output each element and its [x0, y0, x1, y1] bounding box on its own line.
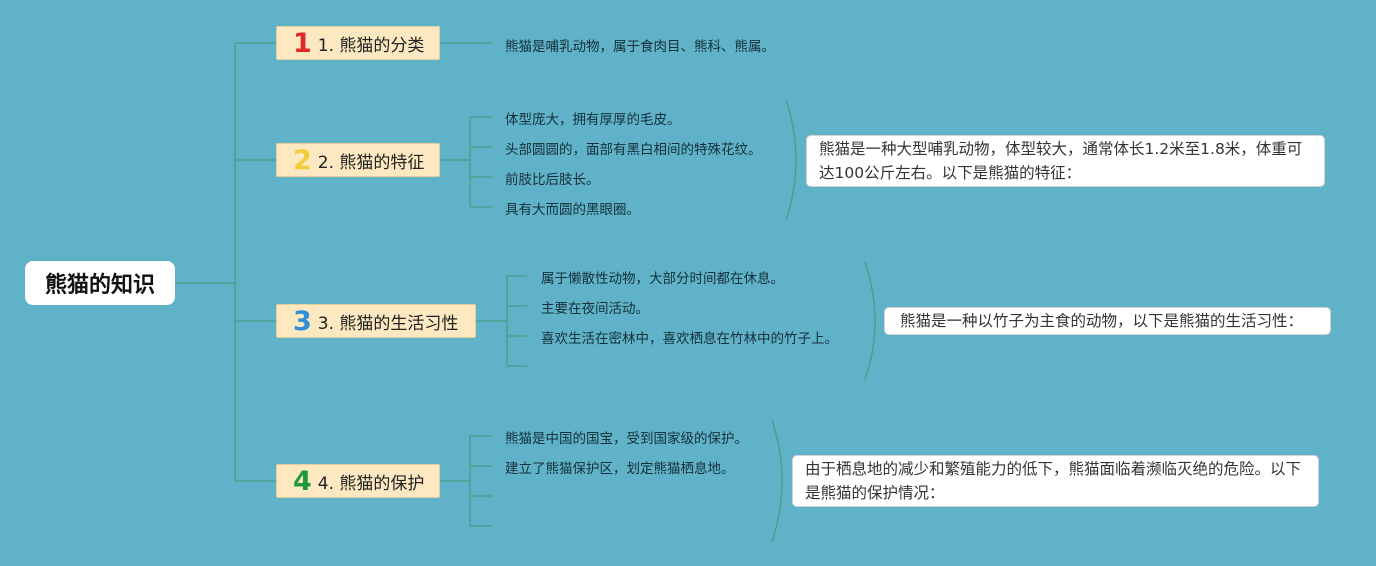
branch3-brace: [864, 261, 876, 381]
leaf-item[interactable]: 体型庞大，拥有厚厚的毛皮。: [505, 112, 681, 128]
branch-label: 1. 熊猫的分类: [317, 35, 425, 56]
branch-node-features[interactable]: 2 2. 熊猫的特征: [276, 143, 440, 177]
number-3-icon: 3: [293, 305, 312, 337]
branch-label: 2. 熊猫的特征: [317, 152, 425, 173]
branch-node-classification[interactable]: 1 1. 熊猫的分类: [276, 26, 440, 60]
number-1-icon: 1: [293, 27, 312, 59]
number-2-icon: 2: [293, 144, 312, 176]
leaf-item[interactable]: 具有大而圆的黑眼圈。: [505, 202, 640, 218]
leaf-item[interactable]: 头部圆圆的，面部有黑白相间的特殊花纹。: [505, 142, 762, 158]
leaf-item[interactable]: 属于懒散性动物，大部分时间都在休息。: [541, 271, 784, 287]
branch-label: 3. 熊猫的生活习性: [317, 313, 459, 334]
leaf-item[interactable]: 建立了熊猫保护区，划定熊猫栖息地。: [505, 461, 735, 477]
leaf-item[interactable]: 熊猫是哺乳动物，属于食肉目、熊科、熊属。: [505, 39, 775, 55]
leaf-item[interactable]: 前肢比后肢长。: [505, 172, 600, 188]
branch2-brace: [785, 99, 797, 221]
branch-node-protection[interactable]: 4 4. 熊猫的保护: [276, 464, 440, 498]
summary-note[interactable]: 熊猫是一种大型哺乳动物，体型较大，通常体长1.2米至1.8米，体重可达100公斤…: [806, 135, 1325, 187]
branch-label: 4. 熊猫的保护: [317, 473, 425, 494]
summary-note[interactable]: 熊猫是一种以竹子为主食的动物，以下是熊猫的生活习性：: [884, 307, 1331, 335]
leaf-item[interactable]: 熊猫是中国的国宝，受到国家级的保护。: [505, 431, 748, 447]
number-4-icon: 4: [293, 465, 312, 497]
leaf-item[interactable]: 主要在夜间活动。: [541, 301, 649, 317]
leaf-item[interactable]: 喜欢生活在密林中，喜欢栖息在竹林中的竹子上。: [541, 331, 838, 347]
summary-note[interactable]: 由于栖息地的减少和繁殖能力的低下，熊猫面临着濒临灭绝的危险。以下是熊猫的保护情况…: [792, 455, 1319, 507]
root-node[interactable]: 熊猫的知识: [25, 261, 175, 305]
branch-node-habits[interactable]: 3 3. 熊猫的生活习性: [276, 304, 476, 338]
branch4-brace: [771, 419, 783, 543]
